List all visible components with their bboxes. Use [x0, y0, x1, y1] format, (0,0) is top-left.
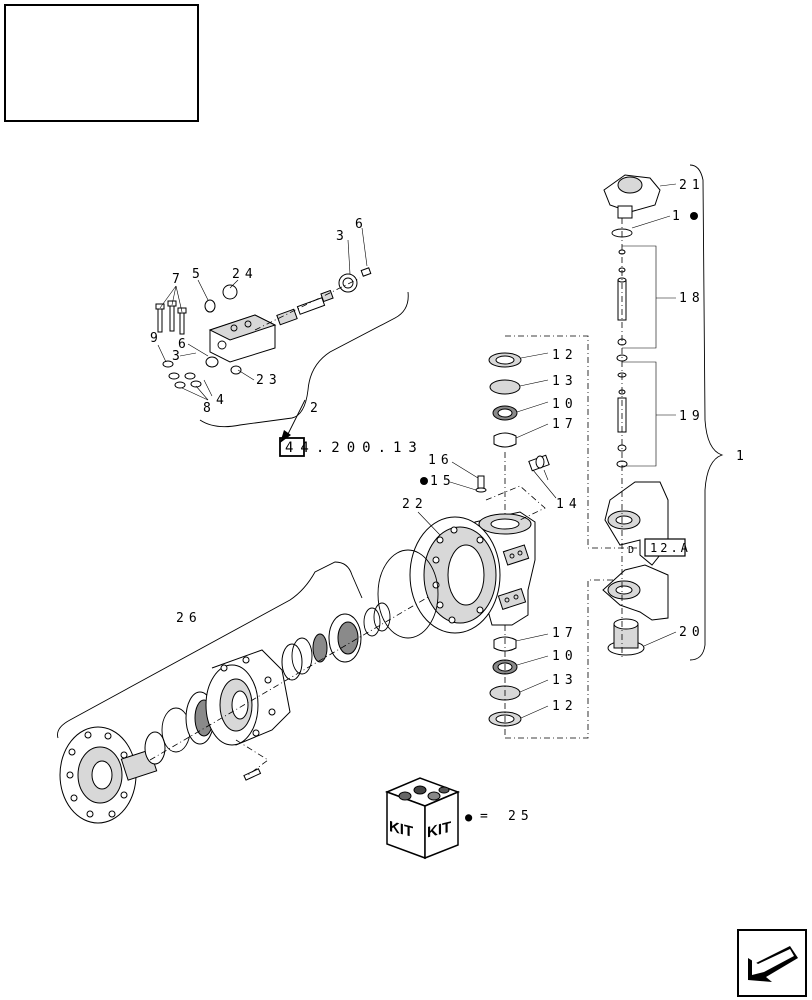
kit-marker-15	[420, 477, 428, 485]
callout-19: 19	[679, 409, 705, 424]
callout-22: 22	[402, 497, 428, 512]
callout-17-top: 17	[552, 417, 578, 432]
kit-marker-1	[690, 212, 698, 220]
kit-equals: =	[480, 809, 493, 824]
callout-18: 18	[679, 291, 705, 306]
callout-6-top: 6	[355, 217, 368, 232]
callout-3: 3	[172, 349, 185, 364]
callout-13-top: 13	[552, 374, 578, 389]
callout-1-top: 1	[672, 209, 685, 224]
callout-23: 23	[256, 373, 282, 388]
callout-16: 16	[428, 453, 454, 468]
callout-6: 6	[178, 337, 191, 352]
callout-1: 1	[736, 449, 749, 464]
section-ref-text: 44.200.13	[285, 440, 424, 456]
callout-24: 24	[232, 267, 258, 282]
detail-ref-link[interactable]: D 12.A	[628, 538, 691, 557]
callout-2: 2	[310, 401, 323, 416]
callout-14: 14	[556, 497, 582, 512]
kit-label-right: KIT	[427, 819, 452, 842]
next-page-arrow-icon[interactable]	[737, 929, 807, 997]
hub-assembly	[57, 561, 431, 824]
callout-4: 4	[216, 393, 229, 408]
callout-labels: 7 5 24 3 6 9 6 3 23 4 8 2 44.200.13 12 1…	[150, 178, 749, 714]
callout-7: 7	[172, 272, 185, 287]
spool-spring	[276, 267, 372, 326]
title-box	[4, 4, 199, 122]
drive-flange-holes	[66, 731, 128, 818]
kit-callout-25: 25	[508, 809, 534, 824]
section-ref-link[interactable]: 44.200.13	[279, 437, 424, 457]
detail-ref-text: 12.A	[650, 541, 691, 555]
callout-17-bottom: 17	[552, 626, 578, 641]
callout-15: 15	[430, 474, 456, 489]
kit-legend: KIT KIT ● = 25	[384, 777, 534, 860]
bolt-group-7	[155, 300, 187, 335]
callout-5: 5	[192, 267, 205, 282]
callout-3-top: 3	[336, 229, 349, 244]
callout-13-bottom: 13	[552, 673, 578, 688]
callout-9: 9	[150, 331, 163, 346]
callout-21: 21	[679, 178, 705, 193]
valve-block-assembly	[155, 227, 409, 443]
spindle-assembly	[377, 335, 640, 739]
callout-10-top: 10	[552, 397, 578, 412]
flange-bolt-holes	[432, 526, 484, 624]
sensor-fitting	[528, 454, 557, 499]
kit-box-icon: KIT KIT	[384, 777, 461, 860]
callout-10-bottom: 10	[552, 649, 578, 664]
hub-bolt-holes	[220, 656, 276, 737]
callout-12-top: 12	[552, 348, 578, 363]
callout-20: 20	[679, 625, 705, 640]
callout-12-bottom: 12	[552, 699, 578, 714]
callout-8: 8	[203, 401, 216, 416]
kit-bullet: ●	[465, 810, 473, 824]
kit-label-left: KIT	[389, 818, 414, 841]
callout-26: 26	[176, 611, 202, 626]
detail-ref-prefix: D	[628, 545, 634, 556]
